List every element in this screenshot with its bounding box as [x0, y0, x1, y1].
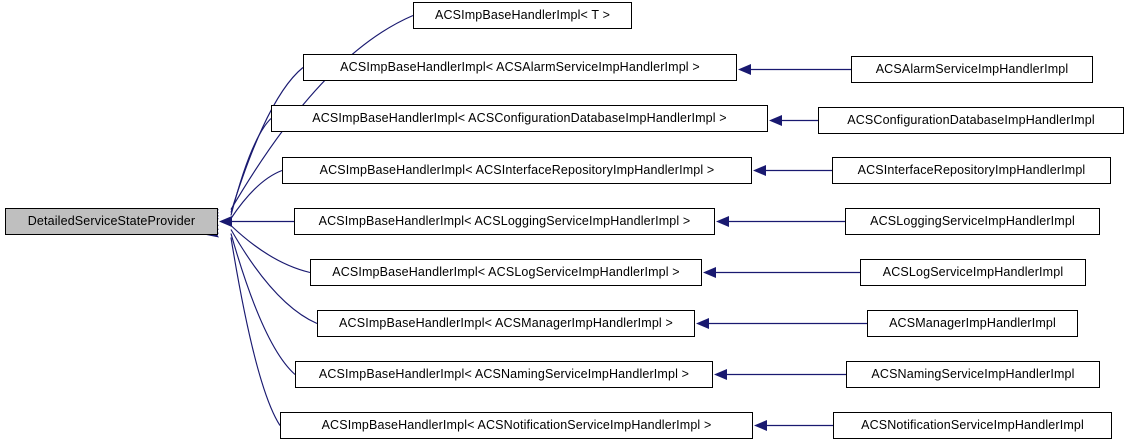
class-node-label: DetailedServiceStateProvider — [27, 214, 196, 229]
class-node-label: ACSConfigurationDatabaseImpHandlerImpl — [847, 113, 1095, 128]
class-node-acsinterfacerepositoryimphandlerimpl[interactable]: ACSInterfaceRepositoryImpHandlerImpl — [832, 157, 1111, 184]
class-node-acsloggingserviceimphandlerimpl[interactable]: ACSLoggingServiceImpHandlerImpl — [845, 208, 1100, 235]
edge-acsimpbasehandlerimpl-acsnotificationserviceimphandlerimpl-to-root — [230, 237, 281, 426]
class-node-label: ACSLogServiceImpHandlerImpl — [882, 265, 1064, 280]
class-node-label: ACSManagerImpHandlerImpl — [889, 316, 1056, 331]
class-node-label: ACSImpBaseHandlerImpl< ACSInterfaceRepos… — [319, 163, 715, 178]
arrowhead-acsalarmserviceimphandlerimpl — [738, 64, 751, 75]
class-node-acsimpbasehandlerimpl-acsloggingserviceimphandlerimpl[interactable]: ACSImpBaseHandlerImpl< ACSLoggingService… — [294, 208, 715, 235]
class-node-acslogserviceimphandlerimpl[interactable]: ACSLogServiceImpHandlerImpl — [860, 259, 1086, 286]
edge-acsimpbasehandlerimpl-acsnamingserviceimphandlerimpl-to-root — [230, 233, 296, 375]
class-node-acsimpbasehandlerimpl-acsmanagerimphandlerimpl[interactable]: ACSImpBaseHandlerImpl< ACSManagerImpHand… — [317, 310, 695, 337]
arrowhead-acsinterfacerepositoryimphandlerimpl — [753, 165, 766, 176]
class-node-acsalarmserviceimphandlerimpl[interactable]: ACSAlarmServiceImpHandlerImpl — [851, 56, 1093, 83]
class-node-label: ACSNamingServiceImpHandlerImpl — [871, 367, 1075, 382]
arrowhead-acsconfigurationdatabaseimphandlerimpl — [769, 115, 782, 126]
class-node-acsconfigurationdatabaseimphandlerimpl[interactable]: ACSConfigurationDatabaseImpHandlerImpl — [818, 107, 1124, 134]
edge-acsimpbasehandlerimpl-acsmanagerimphandlerimpl-to-root — [230, 229, 318, 325]
class-node-label: ACSImpBaseHandlerImpl< ACSAlarmServiceIm… — [340, 60, 700, 75]
class-node-label: ACSImpBaseHandlerImpl< ACSConfigurationD… — [312, 111, 727, 126]
arrowhead-acsimpbasehandlerimpl-acsloggingserviceimphandlerimpl — [219, 216, 232, 227]
class-node-acsimpbasehandlerimpl-acsinterfacerepositoryimphandlerimpl[interactable]: ACSImpBaseHandlerImpl< ACSInterfaceRepos… — [282, 157, 752, 184]
class-node-label: ACSImpBaseHandlerImpl< T > — [434, 8, 611, 23]
arrowhead-acsloggingserviceimphandlerimpl — [716, 216, 729, 227]
arrowhead-acslogserviceimphandlerimpl — [703, 267, 716, 278]
arrowhead-acsnotificationserviceimphandlerimpl — [754, 420, 767, 431]
edge-acsimpbasehandlerimpl-acsconfigurationdatabaseimphandlerimpl-to-root — [230, 118, 272, 216]
class-node-acsimpbasehandlerimpl-acslogserviceimphandlerimpl[interactable]: ACSImpBaseHandlerImpl< ACSLogServiceImpH… — [310, 259, 702, 286]
class-node-acsnamingserviceimphandlerimpl[interactable]: ACSNamingServiceImpHandlerImpl — [846, 361, 1100, 388]
arrowhead-acsmanagerimphandlerimpl — [696, 318, 709, 329]
class-node-label: ACSNotificationServiceImpHandlerImpl — [861, 418, 1084, 433]
class-node-acsimpbasehandlerimpl-acsnotificationserviceimphandlerimpl[interactable]: ACSImpBaseHandlerImpl< ACSNotificationSe… — [280, 412, 753, 439]
class-node-label: ACSInterfaceRepositoryImpHandlerImpl — [857, 163, 1086, 178]
class-node-label: ACSImpBaseHandlerImpl< ACSManagerImpHand… — [339, 316, 673, 331]
class-node-detailedservicestateprovider[interactable]: DetailedServiceStateProvider — [5, 208, 218, 235]
edge-acsimpbasehandlerimpl-acsinterfacerepositoryimphandlerimpl-to-root — [230, 169, 283, 219]
class-node-label: ACSAlarmServiceImpHandlerImpl — [875, 62, 1069, 77]
class-node-label: ACSImpBaseHandlerImpl< ACSLogServiceImpH… — [332, 265, 680, 280]
class-node-label: ACSLoggingServiceImpHandlerImpl — [870, 214, 1075, 229]
class-node-acsimpbasehandlerimpl-acsnamingserviceimphandlerimpl[interactable]: ACSImpBaseHandlerImpl< ACSNamingServiceI… — [295, 361, 713, 388]
edge-acsimpbasehandlerimpl-acsalarmserviceimphandlerimpl-to-root — [230, 67, 304, 213]
class-node-acsimpbasehandlerimpl-t[interactable]: ACSImpBaseHandlerImpl< T > — [413, 2, 632, 29]
class-node-acsimpbasehandlerimpl-acsconfigurationdatabaseimphandlerimpl[interactable]: ACSImpBaseHandlerImpl< ACSConfigurationD… — [271, 105, 768, 132]
arrowhead-acsnamingserviceimphandlerimpl — [714, 369, 727, 380]
class-node-acsnotificationserviceimphandlerimpl[interactable]: ACSNotificationServiceImpHandlerImpl — [833, 412, 1112, 439]
class-node-label: ACSImpBaseHandlerImpl< ACSNotificationSe… — [321, 418, 712, 433]
class-node-acsimpbasehandlerimpl-acsalarmserviceimphandlerimpl[interactable]: ACSImpBaseHandlerImpl< ACSAlarmServiceIm… — [303, 54, 737, 81]
class-node-label: ACSImpBaseHandlerImpl< ACSLoggingService… — [318, 214, 691, 229]
class-node-acsmanagerimphandlerimpl[interactable]: ACSManagerImpHandlerImpl — [867, 310, 1078, 337]
class-node-label: ACSImpBaseHandlerImpl< ACSNamingServiceI… — [318, 367, 690, 382]
